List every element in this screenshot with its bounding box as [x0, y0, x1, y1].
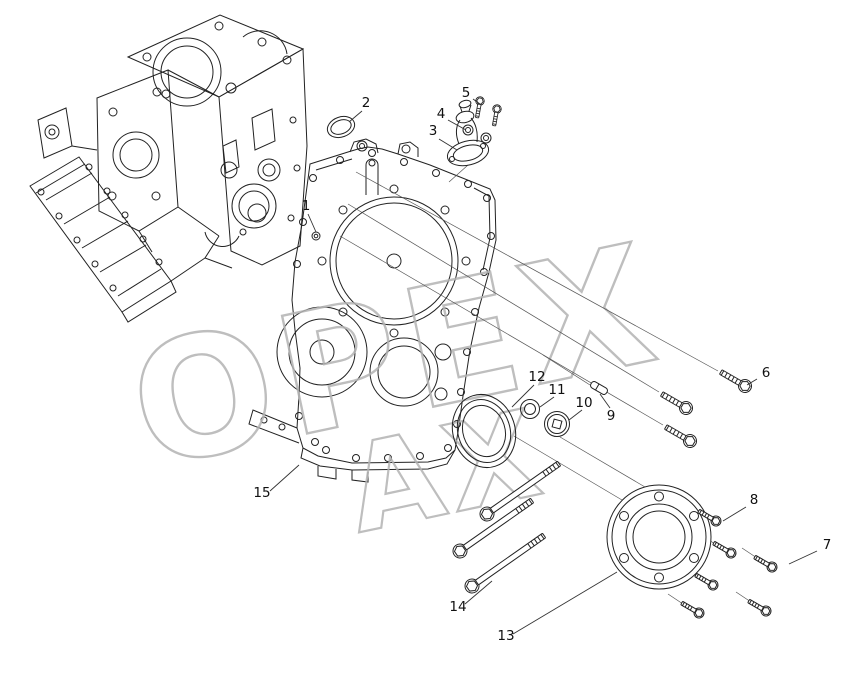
callout-leader-lines	[269, 98, 818, 635]
callout-6-label: 6	[762, 365, 771, 381]
callout-5-label: 5	[462, 85, 471, 101]
part-sealing-ring-11	[520, 399, 540, 419]
engine-block	[29, 14, 308, 323]
callout-11-label: 11	[548, 382, 565, 398]
callouts: 1 2 3 4 5 6 7 8 9 10 11 12 13 14 15	[253, 85, 831, 644]
cover-bolts	[658, 387, 700, 451]
callout-10-label: 10	[575, 395, 592, 411]
part-dowel-pin-9	[590, 381, 608, 395]
ladder-frame	[29, 156, 177, 323]
part-oil-seal-12	[451, 394, 517, 468]
cover-foot	[351, 470, 369, 483]
part-outlet-fitting-3	[446, 99, 490, 167]
part-bolts-5	[472, 95, 503, 127]
callout-3-label: 3	[429, 123, 438, 139]
part-flange-13	[606, 484, 712, 590]
part-bolt-6	[717, 365, 755, 396]
callout-1-label: 1	[302, 198, 311, 214]
callout-12-label: 12	[528, 369, 545, 385]
callout-15-label: 15	[253, 485, 270, 501]
callout-9-label: 9	[607, 408, 616, 424]
callout-13-label: 13	[497, 628, 514, 644]
callout-7-label: 7	[823, 537, 832, 553]
callout-2-label: 2	[362, 95, 371, 111]
part-washers-4	[462, 124, 492, 144]
callout-8-label: 8	[750, 492, 759, 508]
callout-14-label: 14	[449, 599, 466, 615]
part-bolts-7	[745, 552, 780, 619]
part-screw-plug-10	[544, 411, 570, 437]
cover-foot	[317, 466, 337, 480]
part-o-ring-2	[326, 115, 356, 139]
callout-4-label: 4	[437, 106, 446, 122]
